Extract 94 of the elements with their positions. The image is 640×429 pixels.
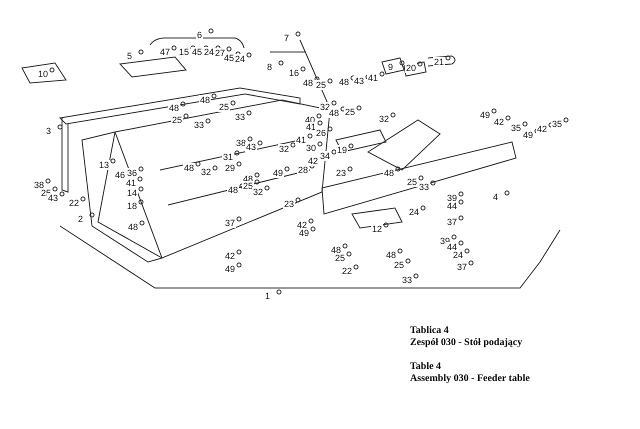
callout-number: 28 [297,165,310,175]
callout-number: 14 [126,188,138,198]
callout-number: 25 [315,80,328,90]
callout-number: 25 [171,115,184,125]
callout-number: 30 [305,143,318,153]
callout-number: 48 [199,95,212,105]
callout-number: 6 [196,30,204,40]
callout-number: 2 [77,214,84,224]
callout-number: 42 [536,124,548,134]
callout-number: 5 [126,51,134,61]
callout-number: 48 [183,163,196,173]
callout-number: 45 [191,47,204,57]
callout-number: 44 [446,242,458,252]
callout-number: 47 [159,47,172,57]
callout-number: 25 [344,107,356,117]
callout-number: 24 [452,250,464,260]
callout-number: 38 [33,180,46,190]
callout-number: 48 [328,108,340,118]
title-block-text: Tablica 4 [410,325,449,337]
callout-number: 19 [336,145,348,155]
callout-number: 32 [378,114,390,124]
callout-number: 13 [98,160,110,170]
callout-number: 49 [479,110,492,120]
callout-number: 37 [224,218,236,228]
callout-number: 8 [266,62,274,72]
callout-number: 38 [235,138,248,148]
callout-number: 48 [168,103,180,113]
callout-number: 23 [283,199,296,209]
callout-number: 42 [224,251,236,261]
callout-number: 49 [224,264,236,274]
callout-number: 48 [227,185,240,195]
callout-number: 44 [446,201,458,211]
callout-number: 49 [522,130,534,140]
callout-number: 32 [278,144,290,154]
callout-number: 33 [234,112,246,122]
callout-number: 21 [433,57,446,67]
callout-number: 42 [307,156,320,166]
callout-number: 31 [222,152,234,162]
callout-number: 34 [319,151,332,161]
callout-number: 46 [114,170,126,180]
callout-number: 33 [418,182,430,192]
callout-number: 48 [302,78,314,88]
callout-number: 29 [224,163,236,173]
callout-number: 32 [200,167,212,177]
callout-number: 16 [288,68,300,78]
callout-number: 48 [383,168,396,178]
callout-number: 15 [178,47,190,57]
title-block-text: Assembly 030 - Feeder table [410,373,530,385]
callout-number: 25 [242,181,254,191]
callout-number: 25 [218,102,230,112]
callout-number: 45 [223,53,236,63]
callout-number: 36 [126,168,138,178]
callout-number: 42 [493,117,506,127]
callout-number: 32 [252,187,264,197]
callout-number: 35 [551,119,564,129]
title-block-text: Table 4 [410,361,442,373]
callout-number: 35 [510,123,522,133]
callout-number: 12 [371,224,384,234]
callout-number: 24 [234,54,246,64]
callout-number: 24 [408,207,420,217]
callout-number: 49 [272,168,284,178]
callout-number: 32 [319,102,332,112]
callout-number: 25 [406,177,418,187]
callout-number: 26 [315,128,328,138]
callout-number: 25 [393,260,406,270]
callout-number: 37 [446,217,458,227]
callout-number: 41 [295,135,308,145]
callout-number: 37 [456,262,468,272]
callout-number: 43 [353,76,366,86]
callout-number: 48 [385,250,398,260]
callout-number: 48 [127,222,140,232]
callout-number: 49 [298,228,310,238]
callout-number: 10 [37,69,50,79]
callout-number: 41 [125,178,138,188]
callout-number: 22 [341,266,354,276]
callout-number: 3 [45,126,52,136]
callout-number: 23 [335,168,348,178]
callout-number: 18 [126,201,138,211]
callout-number: 1 [264,291,272,301]
callout-number: 41 [367,73,380,83]
callout-number: 22 [68,198,80,208]
callout-number: 48 [338,77,350,87]
callout-number: 33 [193,120,206,130]
callout-number: 4 [492,192,500,202]
callout-number: 33 [401,275,414,285]
callout-number: 20 [405,63,418,73]
callout-number: 41 [305,122,318,132]
callout-number: 9 [387,62,394,72]
callout-number: 24 [203,47,216,57]
callout-number: 25 [334,253,346,263]
callout-number: 7 [283,33,290,43]
callout-number: 43 [245,142,258,152]
callout-number: 43 [47,193,60,203]
title-block-text: Zespół 030 - Stół podający [410,337,522,349]
